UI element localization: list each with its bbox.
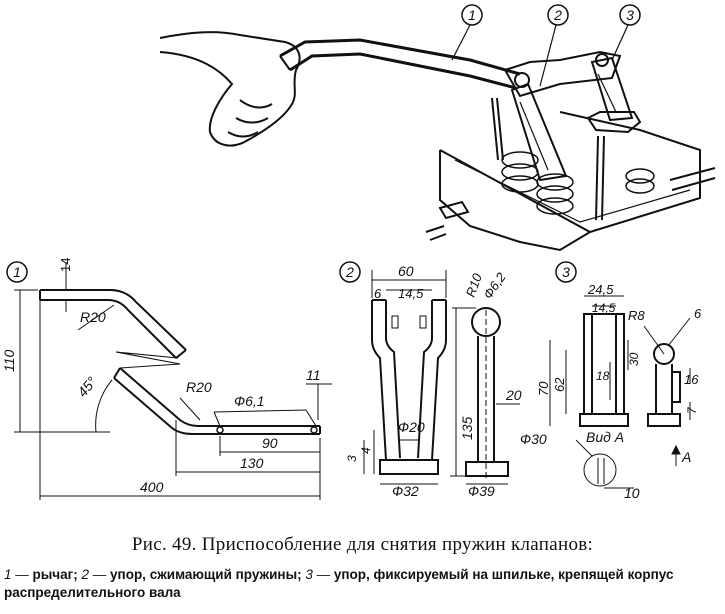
dim-62: 62 [552, 377, 567, 392]
dim-14-5: 14,5 [398, 286, 424, 301]
dim-24-5: 24,5 [587, 282, 614, 297]
dim-phi-20: Ф20 [398, 419, 425, 435]
dim-130: 130 [240, 455, 264, 471]
dim-phi-6-2: Ф6,2 [480, 269, 509, 302]
illustration-callouts: 1 2 3 [451, 4, 641, 87]
legend-text-1: рычаг; [28, 567, 82, 582]
part-1-number: 1 [13, 264, 21, 280]
dim-7: 7 [685, 406, 699, 414]
arrow-a-label: А [681, 449, 691, 465]
caption-title: Рис. 49. Приспособление для снятия пружи… [131, 534, 594, 555]
tool-illustration [159, 31, 716, 252]
dim-90: 90 [262, 435, 278, 451]
dim-10: 10 [624, 485, 640, 501]
caption-legend: 1 — рычаг; 2 — упор, сжимающий пружины; … [4, 566, 720, 602]
dim-45deg: 45° [74, 373, 100, 400]
dim-4: 4 [359, 447, 373, 454]
dim-11: 11 [306, 367, 321, 383]
dim-3: 3 [345, 455, 359, 462]
dim-20: 20 [505, 387, 522, 403]
dim-phi-6-1: Ф6,1 [234, 393, 265, 409]
dim-110: 110 [1, 349, 17, 372]
technical-drawing: 1 2 3 [1, 4, 716, 501]
legend-number-1: 1 — [4, 567, 29, 582]
part-2-number: 2 [345, 264, 354, 280]
dim-6-b: 6 [694, 306, 702, 321]
callout-2: 2 [553, 7, 562, 23]
dim-16: 16 [684, 372, 699, 387]
legend-text-2: упор, сжимающий пружины; [106, 567, 306, 582]
part-3-stop-drawing: 3 24,5 14,5 R8 6 30 70 62 18 16 7 Ф30 Ви… [520, 261, 702, 501]
dim-14-5-b: 14,5 [592, 301, 616, 315]
figure-caption: Рис. 49. Приспособление для снятия пружи… [0, 534, 725, 556]
dim-70: 70 [536, 381, 551, 396]
dim-135: 135 [459, 416, 475, 440]
legend-number-2: 2 — [81, 567, 107, 582]
dim-r20-upper: R20 [80, 309, 106, 325]
part-1-lever-drawing: 1 14 R20 110 45° R20 Ф6,1 11 90 130 400 [1, 258, 332, 500]
dim-r8: R8 [628, 308, 645, 323]
dim-400: 400 [140, 479, 164, 495]
part-2-stop-drawing: 2 60 6 14,5 R10 Ф6,2 20 135 Ф20 3 4 Ф32 … [339, 261, 522, 499]
dim-18: 18 [596, 369, 610, 383]
callout-1: 1 [468, 7, 476, 23]
dim-30: 30 [627, 352, 641, 366]
dim-6: 6 [374, 286, 382, 301]
dim-phi-32: Ф32 [392, 483, 419, 499]
legend-text-3: упор, фиксируемый на шпильке, крепящей к… [4, 567, 674, 600]
dim-14: 14 [58, 258, 73, 272]
dim-60: 60 [398, 263, 414, 279]
dim-r20-lower: R20 [186, 379, 212, 395]
part-3-number: 3 [562, 264, 570, 280]
callout-3: 3 [626, 7, 634, 23]
legend-number-3: 3 — [305, 567, 331, 582]
dim-phi-30: Ф30 [520, 431, 547, 447]
dim-phi-39: Ф39 [468, 483, 495, 499]
view-a-label: Вид А [586, 429, 624, 445]
